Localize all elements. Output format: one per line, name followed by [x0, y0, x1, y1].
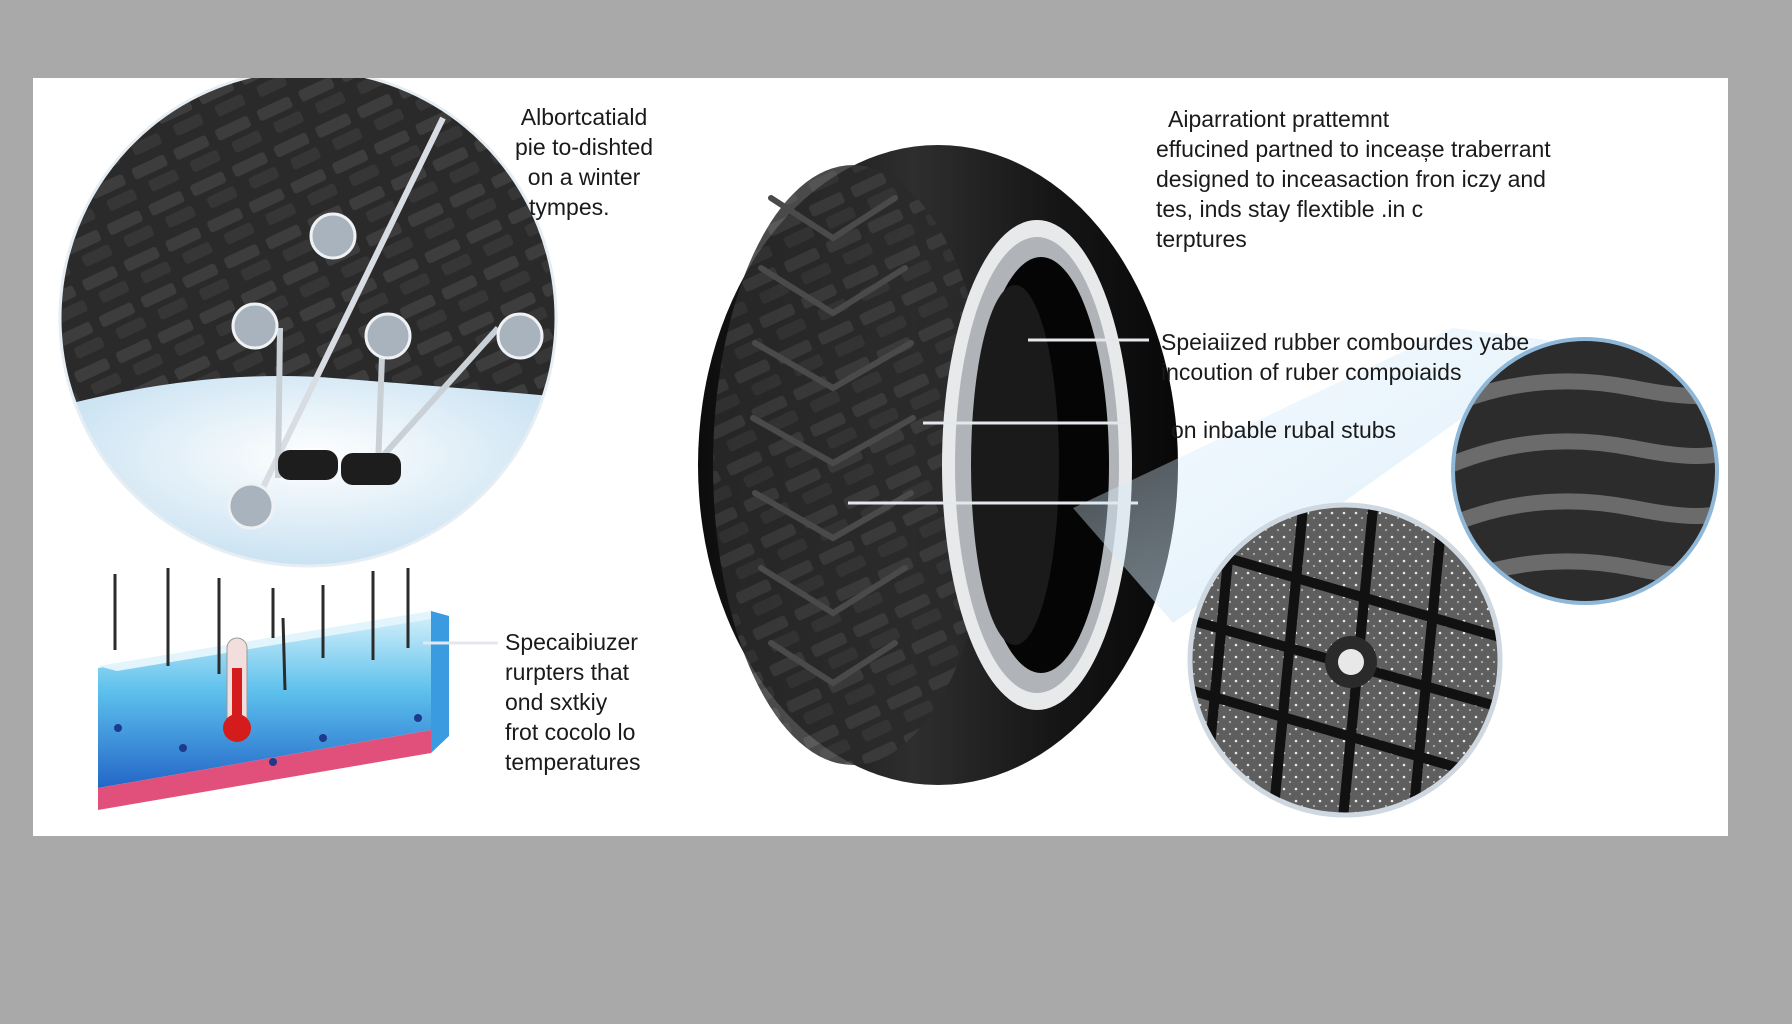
- label-line: Speiaiized rubber combourdes yabe: [1161, 329, 1530, 355]
- label-line: rurpters that: [505, 659, 629, 685]
- label-line: temperatures: [505, 749, 641, 775]
- label-line: terptures: [1156, 226, 1247, 252]
- label-line: on inbable rubal stubs: [1171, 417, 1397, 443]
- stud-detail-circle: [1187, 502, 1503, 818]
- ice-block-illustration: [98, 568, 449, 810]
- label-line: Specaibiuzer: [505, 629, 638, 655]
- label-temperatures: Specaibiuzer rurpters that ond sxtkiy fr…: [505, 627, 641, 777]
- label-rubber-compounds: Speiaiized rubber combourdes yabe incout…: [1161, 327, 1529, 387]
- label-line: tympes.: [529, 194, 610, 220]
- magnify-beam: [1073, 328, 1568, 623]
- label-rubber-studs: on inbable rubal stubs: [1171, 415, 1396, 445]
- diagram-artwork: [58, 78, 1719, 818]
- label-line: pie to-dishted: [515, 134, 654, 160]
- label-line: designed to inceasaction fron iczy and: [1156, 166, 1546, 192]
- label-line: ond sxtkiy: [505, 689, 608, 715]
- label-stud-description: Albortcatiald pie to-dishted on a winter…: [515, 102, 653, 222]
- label-line: Aiparrationt prattemnt: [1168, 106, 1390, 132]
- label-line: incoution of ruber compoiaids: [1161, 359, 1462, 385]
- label-line: on a winter: [527, 164, 641, 190]
- tire-illustration: [698, 145, 1178, 785]
- label-line: tes, inds stay flextible .in c: [1156, 196, 1424, 222]
- label-line: Albortcatiald: [520, 104, 648, 130]
- stud-closeup-circle: [58, 78, 558, 568]
- label-tread-pattern: Aiparrationt prattemnt effucined partned…: [1156, 104, 1551, 254]
- label-line: frot cocolo lo: [505, 719, 636, 745]
- diagram-panel: Albortcatiald pie to-dishted on a winter…: [33, 78, 1728, 836]
- label-line: effucined partned to inceașe traberrant: [1156, 136, 1551, 162]
